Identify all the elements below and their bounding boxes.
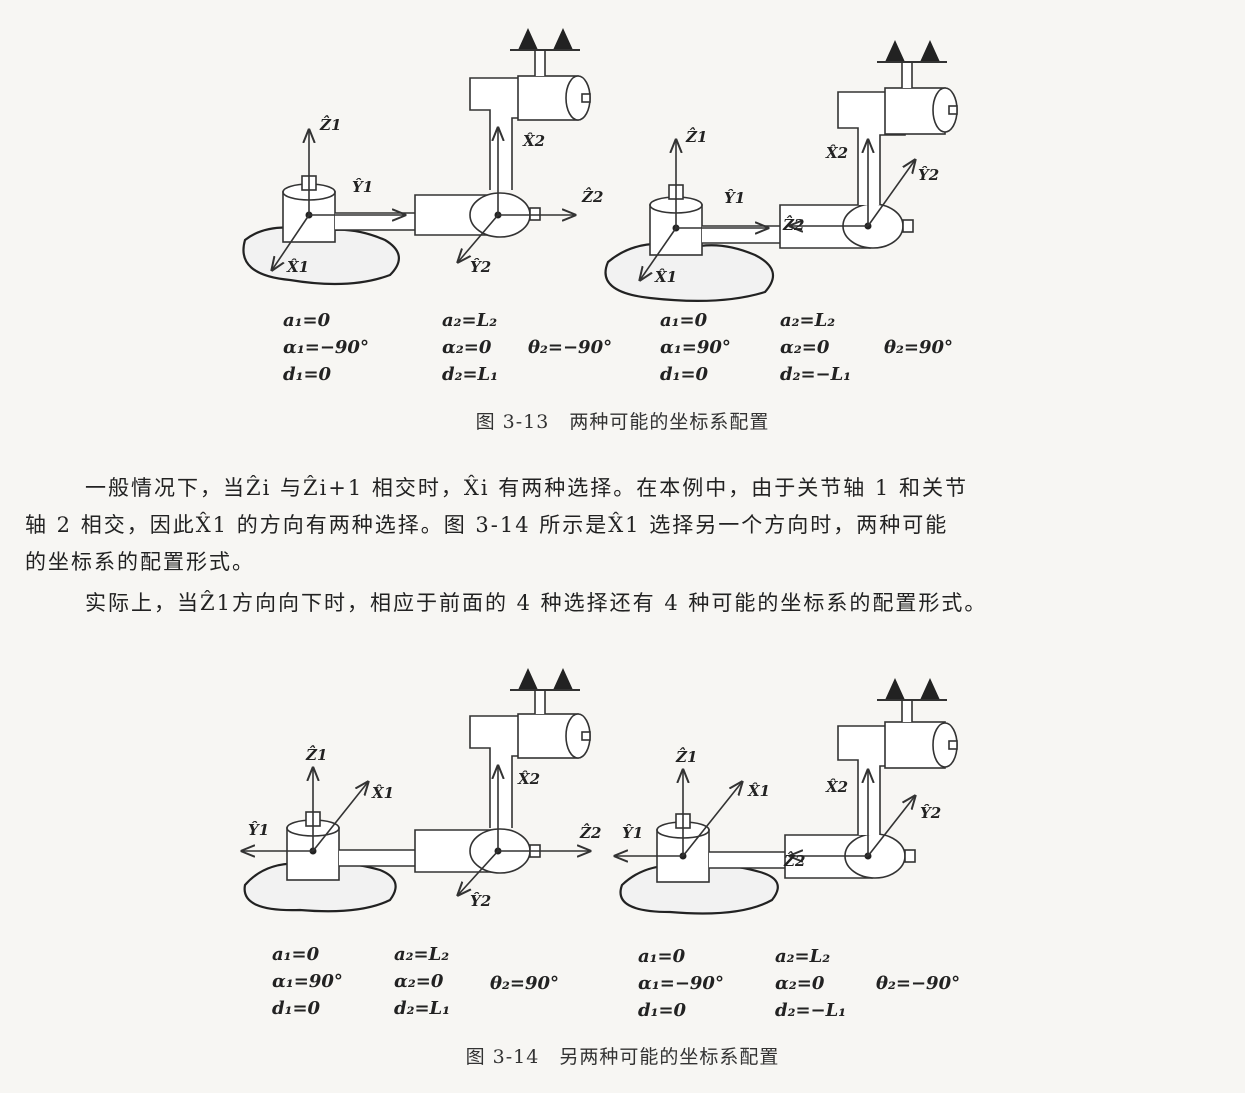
z1-axis-label: Ẑ1 xyxy=(685,127,707,146)
paragraph-1-line-2: 轴 2 相交，因此X̂1 的方向有两种选择。图 3-14 所示是X̂1 选择另一… xyxy=(25,513,949,537)
params-3-13-right-col1: a₁=0 α₁=90° d₁=0 xyxy=(660,310,731,385)
body-text: 一般情况下，当Ẑi 与Ẑi+1 相交时，X̂i 有两种选择。在本例中，由于关节轴… xyxy=(25,470,1175,622)
params-3-13-right-col2: a₂=L₂ α₂=0 d₂=−L₁ xyxy=(780,310,852,385)
params-3-14-left-col1: a₁=0 α₁=90° d₁=0 xyxy=(272,944,343,1019)
y2-axis-label: Ŷ2 xyxy=(918,166,939,184)
robot-left-3-13: Ẑ1 Ŷ1 X̂1 Ẑ2 X̂2 Ŷ2 xyxy=(242,28,603,286)
paragraph-2: 实际上，当Ẑ1方向向下时，相应于前面的 4 种选择还有 4 种可能的坐标系的配置… xyxy=(85,591,988,615)
z2-axis-label: Ẑ2 xyxy=(783,851,805,870)
paragraph-1-line-3: 的坐标系的配置形式。 xyxy=(25,550,255,574)
params-3-13-left-col2: a₂=L₂ α₂=0 d₂=L₁ xyxy=(442,310,499,385)
x1-axis-label: X̂1 xyxy=(654,268,677,286)
params-3-14-right-col2: a₂=L₂ α₂=0 d₂=−L₁ xyxy=(775,946,847,1021)
params-3-13-left-theta: θ₂=−90° xyxy=(528,337,613,358)
y1-axis-label: Ŷ1 xyxy=(352,178,373,196)
z1-axis-label: Ẑ1 xyxy=(319,115,341,134)
params-3-14-right-theta: θ₂=−90° xyxy=(876,973,961,994)
y2-axis-label: Ŷ2 xyxy=(470,892,491,910)
figure-3-13-drawing: Ẑ1 Ŷ1 X̂1 Ẑ2 X̂2 Ŷ2 Ẑ1 Ŷ1 X̂1 Ẑ2 X̂ xyxy=(242,28,958,303)
paragraph-1-line-1: 一般情况下，当Ẑi 与Ẑi+1 相交时，X̂i 有两种选择。在本例中，由于关节轴… xyxy=(85,476,968,500)
y1-axis-label: Ŷ1 xyxy=(248,821,269,839)
z1-axis-label: Ẑ1 xyxy=(675,747,697,766)
params-3-14-left-col2: a₂=L₂ α₂=0 d₂=L₁ xyxy=(394,944,451,1019)
y1-axis-label: Ŷ1 xyxy=(724,189,745,207)
params-3-14-right-col1: a₁=0 α₁=−90° d₁=0 xyxy=(638,946,724,1021)
y1-axis-label: Ŷ1 xyxy=(622,824,643,842)
x1-axis-label: X̂1 xyxy=(747,782,770,800)
robot-right-3-13: Ẑ1 Ŷ1 X̂1 Ẑ2 X̂2 Ŷ2 xyxy=(604,40,958,303)
x2-axis-label: X̂2 xyxy=(522,132,545,150)
robot-left-3-14: Ẑ1 Ŷ1 X̂1 Ẑ2 X̂2 Ŷ2 xyxy=(242,668,601,913)
x2-axis-label: X̂2 xyxy=(517,770,540,788)
figure-3-14-drawing: Ẑ1 Ŷ1 X̂1 Ẑ2 X̂2 Ŷ2 Ẑ1 Ŷ1 X̂1 Ẑ2 X̂ xyxy=(0,668,958,915)
figure-3-13-caption: 图 3-13 两种可能的坐标系配置 xyxy=(475,411,770,433)
params-3-14-left-theta: θ₂=90° xyxy=(490,973,560,994)
params-3-13-right-theta: θ₂=90° xyxy=(884,337,954,358)
y2-axis-label: Ŷ2 xyxy=(920,804,941,822)
params-3-13-left-col1: a₁=0 α₁=−90° d₁=0 xyxy=(283,310,369,385)
z1-axis-label: Ẑ1 xyxy=(305,745,327,764)
x1-axis-label: X̂1 xyxy=(371,784,394,802)
robot-right-3-14: Ẑ1 Ŷ1 X̂1 Ẑ2 X̂2 Ŷ2 xyxy=(615,678,958,915)
x2-axis-label: X̂2 xyxy=(825,144,848,162)
x2-axis-label: X̂2 xyxy=(825,778,848,796)
x1-axis-label: X̂1 xyxy=(286,258,309,276)
y2-axis-label: Ŷ2 xyxy=(470,258,491,276)
z2-axis-label: Ẑ2 xyxy=(579,823,601,842)
z2-axis-label: Ẑ2 xyxy=(581,187,603,206)
z2-axis-label: Ẑ2 xyxy=(782,215,804,234)
figure-3-14-caption: 图 3-14 另两种可能的坐标系配置 xyxy=(465,1046,780,1068)
